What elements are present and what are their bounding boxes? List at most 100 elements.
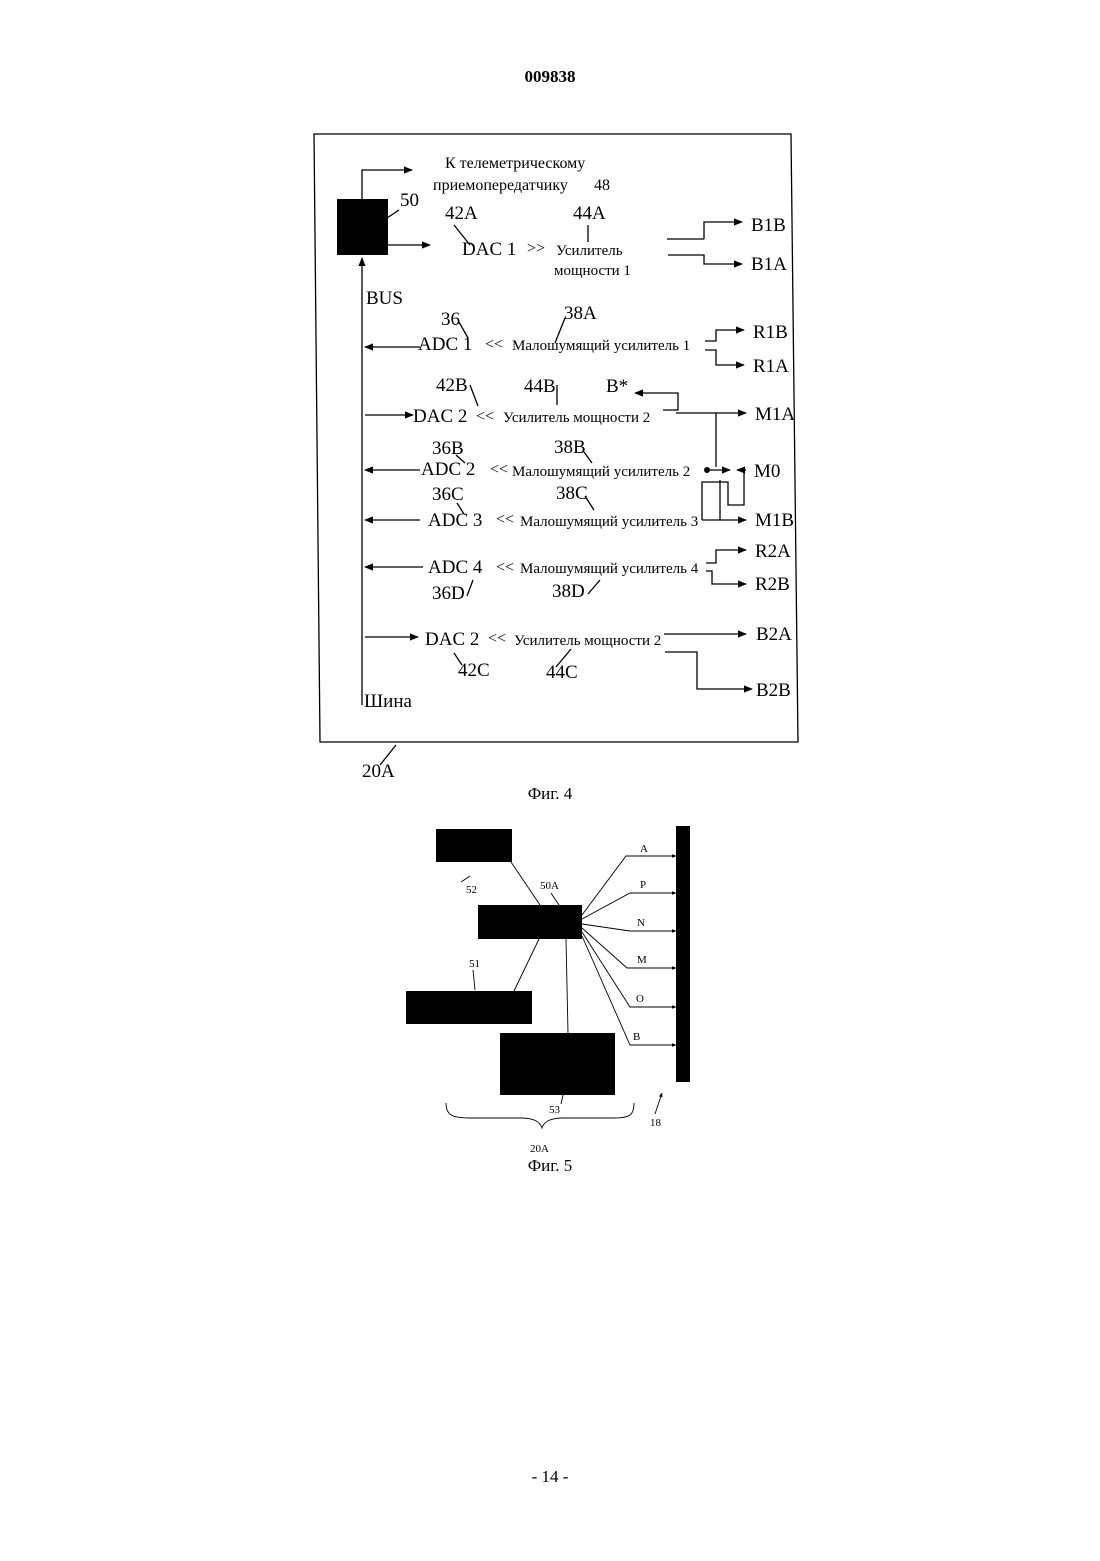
electrode-label-o: O [636, 993, 644, 1005]
ref-36c: 36C [432, 484, 464, 505]
adc3-wire-up [702, 482, 716, 520]
voltage-measurement-line-1: БЛОК ИЗМЕРЕНИЯ [422, 996, 515, 1007]
electrode-label-a: A [640, 843, 648, 855]
telemetry-text-1: К телеметрическому [445, 155, 585, 172]
dac2b-sign: << [488, 630, 506, 647]
out-r1a: R1A [753, 356, 789, 377]
electrode-wire-p [582, 893, 676, 919]
ref-38d: 38D [552, 581, 585, 602]
ref-42a: 42A [445, 203, 478, 224]
dac2a-to-m0-wire [676, 413, 716, 467]
b-star-arrow [635, 393, 678, 410]
electrode-label-p: P [640, 879, 646, 891]
out-r2a: R2A [755, 541, 791, 562]
ref-42b: 42B [436, 375, 468, 396]
electrode-label-m: M [637, 954, 647, 966]
electrode-label-n: N [637, 917, 645, 929]
ref-50a-leader [551, 893, 559, 905]
out-m1b: M1B [755, 510, 794, 531]
source-to-control-wire [511, 862, 540, 905]
ref-52-leader [461, 876, 470, 882]
adc3-amp: Малошумящий усилитель 3 [520, 514, 698, 530]
current-source-line-2: ТОКА [460, 848, 489, 859]
fig4-caption: Фиг. 4 [528, 784, 573, 803]
voltage-feedback-line-3: ПО НАПРЯЖЕНИЮ [510, 1064, 605, 1075]
ref-48: 48 [594, 177, 610, 194]
adc4-amp: Малошумящий усилитель 4 [520, 561, 699, 577]
ref-38a: 38A [564, 303, 597, 324]
adc3-sign: << [496, 511, 514, 528]
out-b1b: B1B [751, 215, 786, 236]
ref-53: 53 [549, 1104, 561, 1116]
fig5-caption: Фиг. 5 [528, 1156, 573, 1175]
document-number: 009838 [525, 67, 576, 86]
ref-42b-leader [470, 385, 478, 406]
electrode-wire-b [582, 936, 676, 1045]
ref-36b: 36B [432, 438, 464, 459]
out-b1a: B1A [751, 254, 787, 275]
adc1-label: ADC 1 [418, 334, 472, 355]
out-b2b: B2B [756, 680, 791, 701]
ref-20a-fig5: 20A [530, 1143, 549, 1155]
ref-52: 52 [466, 884, 477, 896]
ref-44a: 44A [573, 203, 606, 224]
dac1-sign: >> [527, 240, 545, 257]
out-m0: M0 [754, 461, 780, 482]
group-brace [446, 1103, 634, 1128]
electrode-wire-n [582, 924, 676, 931]
electrode-bar [676, 826, 690, 1082]
control-unit-line-1: УПРАВЛЯЮЩИЙ [488, 910, 573, 922]
control-to-measure-wire [514, 939, 539, 991]
electrode-label-b: B [633, 1031, 640, 1043]
b1a-arrow [668, 255, 742, 264]
ref-20a: 20A [362, 761, 395, 782]
b-star-label: B* [606, 376, 628, 397]
adc1-amp: Малошумящий усилитель 1 [512, 338, 690, 354]
electrode-wire-m [582, 928, 676, 968]
ref-36: 36 [441, 309, 460, 330]
ref-18-arrow [655, 1093, 662, 1114]
bus-label: BUS [366, 288, 403, 309]
adc2-amp: Малошумящий усилитель 2 [512, 464, 690, 480]
control-to-feedback-wire [566, 939, 568, 1033]
r1a-arrow [705, 350, 744, 365]
dac2b-amp: Усилитель мощности 2 [514, 633, 661, 649]
voltage-feedback-line-4: (DAC) [542, 1078, 572, 1089]
electrode-wire-a [582, 856, 676, 915]
voltage-measurement-line-2: НАПРЯЖЕНИЯ (ADC) [417, 1010, 522, 1021]
ref-36d-leader [467, 580, 473, 596]
dac1-amp-2: мощности 1 [554, 263, 631, 279]
ref-44c: 44C [546, 662, 578, 683]
ref-38c: 38C [556, 483, 588, 504]
figure-4: CPU 50 К телеметрическому приемопередатч… [314, 134, 798, 782]
electrode-wire-o [582, 932, 676, 1007]
b1b-arrow [704, 222, 742, 239]
telemetry-text-2: приемопередатчику [433, 177, 568, 194]
adc2-label: ADC 2 [421, 459, 475, 480]
ref-51-leader [473, 970, 475, 990]
b2b-arrow [665, 652, 752, 689]
ref-18: 18 [650, 1117, 662, 1129]
out-b2a: B2A [756, 624, 792, 645]
r1b-arrow [705, 330, 744, 341]
ref-42c: 42C [458, 660, 490, 681]
voltage-feedback-line-2: ОБРАТНОЙ СВЯЗИ [512, 1050, 602, 1062]
adc4-sign: << [496, 559, 514, 576]
dac2b-label: DAC 2 [425, 629, 479, 650]
r2b-arrow [706, 571, 746, 584]
r2a-arrow [706, 550, 746, 563]
ref-38b: 38B [554, 437, 586, 458]
out-r1b: R1B [753, 322, 788, 343]
dac2a-amp: Усилитель мощности 2 [503, 410, 650, 426]
out-m1a: M1A [755, 404, 795, 425]
ref-50: 50 [400, 190, 419, 211]
page-number: - 14 - [532, 1467, 569, 1486]
voltage-feedback-line-1: БЛОК [543, 1038, 571, 1049]
adc2-sign: << [490, 461, 508, 478]
ref-51: 51 [469, 958, 480, 970]
adc3-wire-loop [702, 480, 720, 520]
ref-53-leader [561, 1095, 563, 1104]
out-r2b: R2B [755, 574, 790, 595]
